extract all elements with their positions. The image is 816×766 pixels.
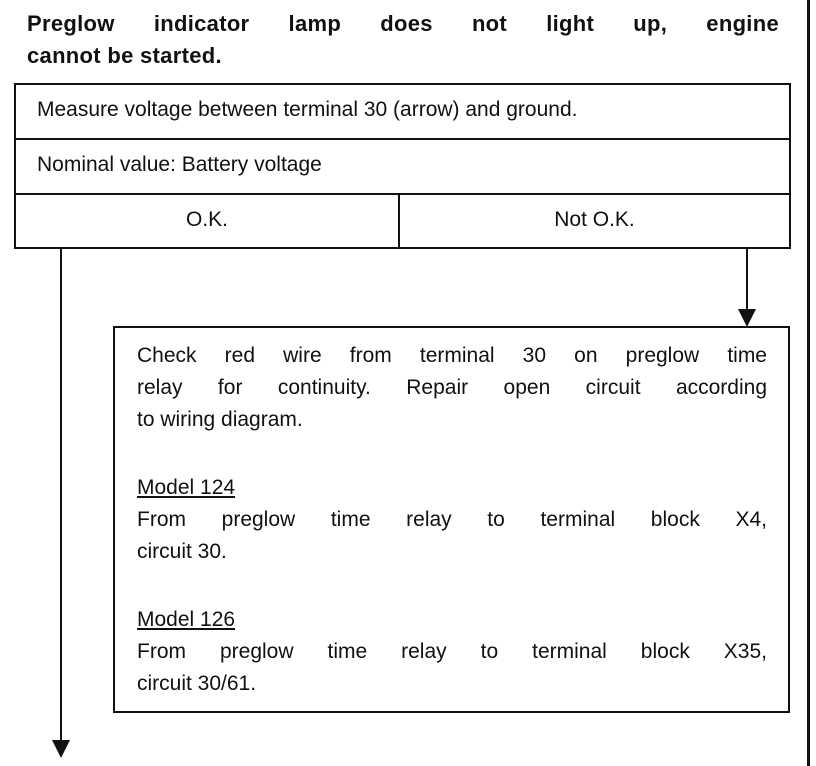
ok-flow-line [60,249,62,742]
title-line-1: Preglow indicator lamp does not light up… [27,11,779,36]
remedy-intro-line-1: Check red wire from terminal 30 on pregl… [137,344,767,367]
measurement-instruction: Measure voltage between terminal 30 (arr… [37,98,578,121]
result-not-ok-label: Not O.K. [554,208,635,231]
test-procedure-box [14,83,791,249]
model-126-heading: Model 126 [137,608,236,631]
model-124-line-1: From preglow time relay to terminal bloc… [137,508,767,531]
model-124-line-2: circuit 30. [137,540,227,563]
divider-ok-notok [398,193,400,249]
result-ok-label: O.K. [185,208,228,231]
remedy-box [113,326,790,713]
remedy-intro-line-3: to wiring diagram. [137,408,303,431]
not-ok-flow-line [746,249,748,311]
model-126-line-1: From preglow time relay to terminal bloc… [137,640,767,663]
divider-instruction [14,138,791,140]
page-right-border [807,0,810,766]
nominal-value: Nominal value: Battery voltage [37,153,322,176]
model-124-heading: Model 124 [137,476,236,499]
divider-nominal [14,193,791,195]
page-title: Preglow indicator lamp does not light up… [27,8,779,72]
remedy-intro-line-2: relay for continuity. Repair open circui… [137,376,767,399]
model-126-line-2: circuit 30/61. [137,672,257,695]
ok-flow-arrowhead [52,740,70,758]
title-line-2: cannot be started. [27,43,222,68]
not-ok-flow-arrowhead [738,309,756,327]
